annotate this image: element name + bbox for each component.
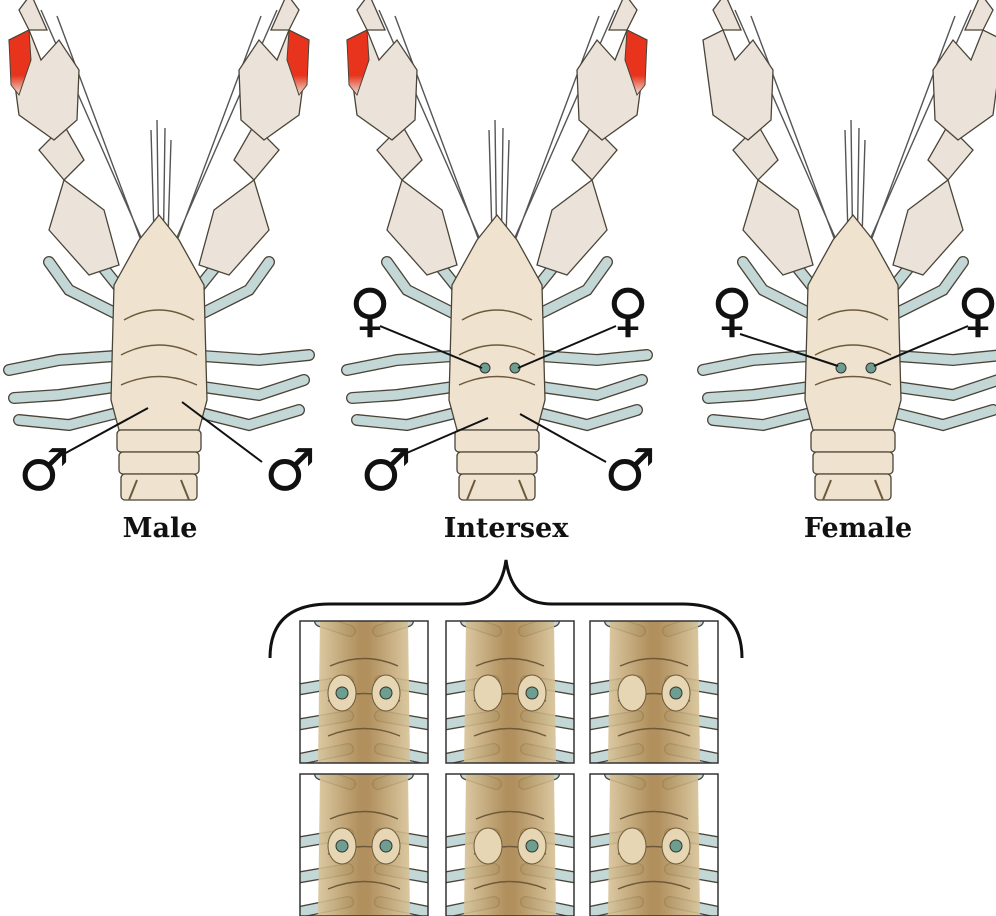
male-symbol-icon: ♂ xyxy=(360,436,412,504)
closeup-panel xyxy=(436,774,584,916)
male-symbol-icon: ♂ xyxy=(604,436,656,504)
male-symbol-icon: ♂ xyxy=(18,436,70,504)
crayfish-female xyxy=(703,0,996,500)
female-pore-right xyxy=(866,363,876,373)
label-intersex: Intersex xyxy=(444,513,570,544)
closeup-panel xyxy=(290,774,438,916)
female-symbol-icon: ♀ xyxy=(711,276,753,344)
closeup-panel xyxy=(580,774,728,916)
closeup-panel xyxy=(436,621,584,763)
closeup-panel xyxy=(290,621,438,763)
female-symbol-icon: ♀ xyxy=(607,276,649,344)
label-male: Male xyxy=(123,513,198,544)
closeup-grid xyxy=(290,621,728,916)
label-female: Female xyxy=(804,513,912,544)
female-pore-left xyxy=(836,363,846,373)
female-symbol-icon: ♀ xyxy=(349,276,391,344)
closeup-panel xyxy=(580,621,728,763)
crayfish-male xyxy=(9,0,309,500)
male-symbol-icon: ♂ xyxy=(264,436,316,504)
crayfish-intersex xyxy=(347,0,647,500)
female-symbol-icon: ♀ xyxy=(957,276,996,344)
